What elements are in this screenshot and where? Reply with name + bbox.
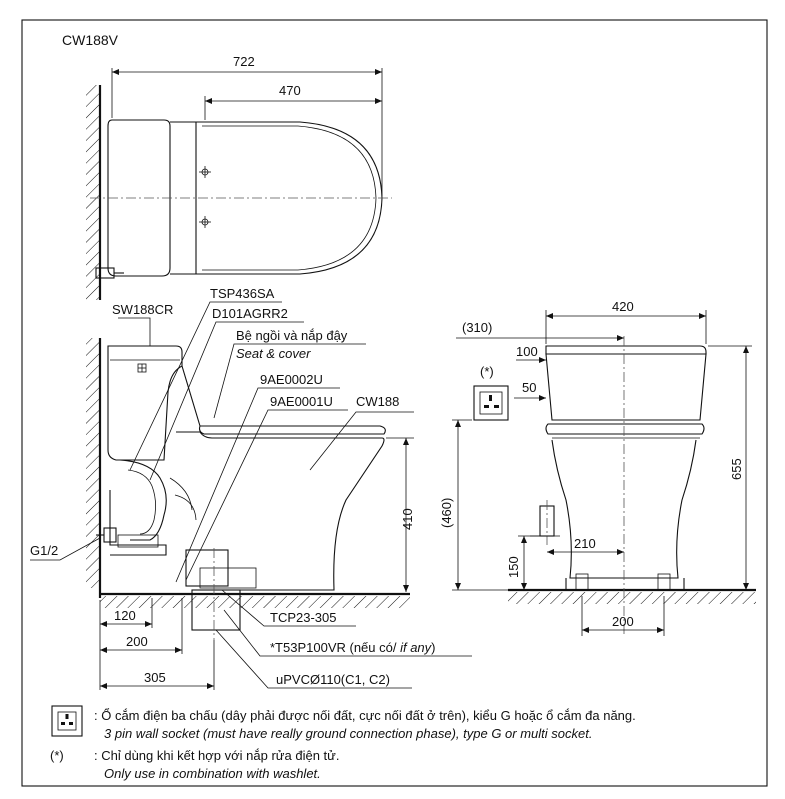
- front-tank-lid: [545, 345, 707, 355]
- dim-150: 150: [506, 556, 521, 578]
- dim-305: 305: [144, 670, 166, 685]
- front-seat: [545, 423, 705, 435]
- top-tank-outline: [107, 119, 171, 277]
- dim-210: 210: [574, 536, 596, 551]
- dim-420: 420: [612, 299, 634, 314]
- note-socket-vi: : Ổ cắm điện ba chấu (dây phải được nối …: [94, 708, 636, 723]
- label-part2: 9AE0001U: [270, 394, 333, 409]
- front-asterisk: (*): [480, 364, 494, 379]
- front-bolt-left: [575, 573, 589, 591]
- top-view: 722 470: [86, 54, 392, 300]
- label-seat-vi: Bệ ngồi và nắp đậy: [236, 328, 348, 343]
- label-seat-en: Seat & cover: [236, 346, 311, 361]
- dim-460: (460): [439, 498, 454, 528]
- label-valve: TSP436SA: [210, 286, 275, 301]
- dim-470: 470: [279, 83, 301, 98]
- note-washlet-en: Only use in combination with washlet.: [104, 766, 321, 781]
- label-socket-code: *T53P100VR (nếu có/ if any): [270, 640, 436, 655]
- label-seat-code: D101AGRR2: [212, 306, 288, 321]
- dim-120: 120: [114, 608, 136, 623]
- top-tank-body: [170, 121, 197, 275]
- label-part1: 9AE0002U: [260, 372, 323, 387]
- side-supply-pipe: [109, 490, 167, 556]
- note-socket-en: 3 pin wall socket (must have really grou…: [104, 726, 592, 741]
- wall-socket-icon: [51, 705, 83, 737]
- dim-655: 655: [729, 458, 744, 480]
- front-tank: [545, 353, 707, 421]
- top-wall-hatch: [86, 85, 100, 300]
- front-bolt-right: [657, 573, 671, 591]
- top-seat-inner: [202, 125, 377, 271]
- dim-410: 410: [400, 508, 415, 530]
- front-view: (*) 420 (310) 100 50 (460) 150 2: [439, 299, 756, 636]
- flush-button-icon: [137, 363, 147, 373]
- dim-722: 722: [233, 54, 255, 69]
- top-mount-marks: [199, 166, 211, 228]
- side-seat: [198, 425, 386, 435]
- side-floor-hatch: [100, 596, 410, 608]
- label-pipe: uPVCØ110(C1, C2): [276, 672, 390, 687]
- side-trapway: [119, 459, 167, 541]
- side-bowl: [176, 431, 385, 591]
- label-bowl: CW188: [356, 394, 399, 409]
- front-floor-hatch: [508, 592, 756, 604]
- label-inlet: G1/2: [30, 543, 58, 558]
- dim-310: (310): [462, 320, 492, 335]
- wall-socket-icon: [473, 385, 509, 421]
- note-washlet-vi: : Chỉ dùng khi kết hợp với nắp rửa điện …: [94, 748, 339, 763]
- drawing-frame: [21, 19, 768, 787]
- dim-100: 100: [516, 344, 538, 359]
- dim-200: 200: [126, 634, 148, 649]
- note-washlet-mark: (*): [50, 748, 64, 763]
- side-wall-hatch: [86, 338, 100, 588]
- label-flange: TCP23-305: [270, 610, 336, 625]
- dim-front-200: 200: [612, 614, 634, 629]
- model-title: CW188V: [62, 32, 119, 48]
- side-view: 410 120 200 305 SW188CR TSP436SA D101AGR…: [30, 286, 472, 690]
- notes: : Ổ cắm điện ba chấu (dây phải được nối …: [50, 705, 636, 781]
- dim-50: 50: [522, 380, 536, 395]
- side-tank: [107, 345, 183, 461]
- label-tank: SW188CR: [112, 302, 173, 317]
